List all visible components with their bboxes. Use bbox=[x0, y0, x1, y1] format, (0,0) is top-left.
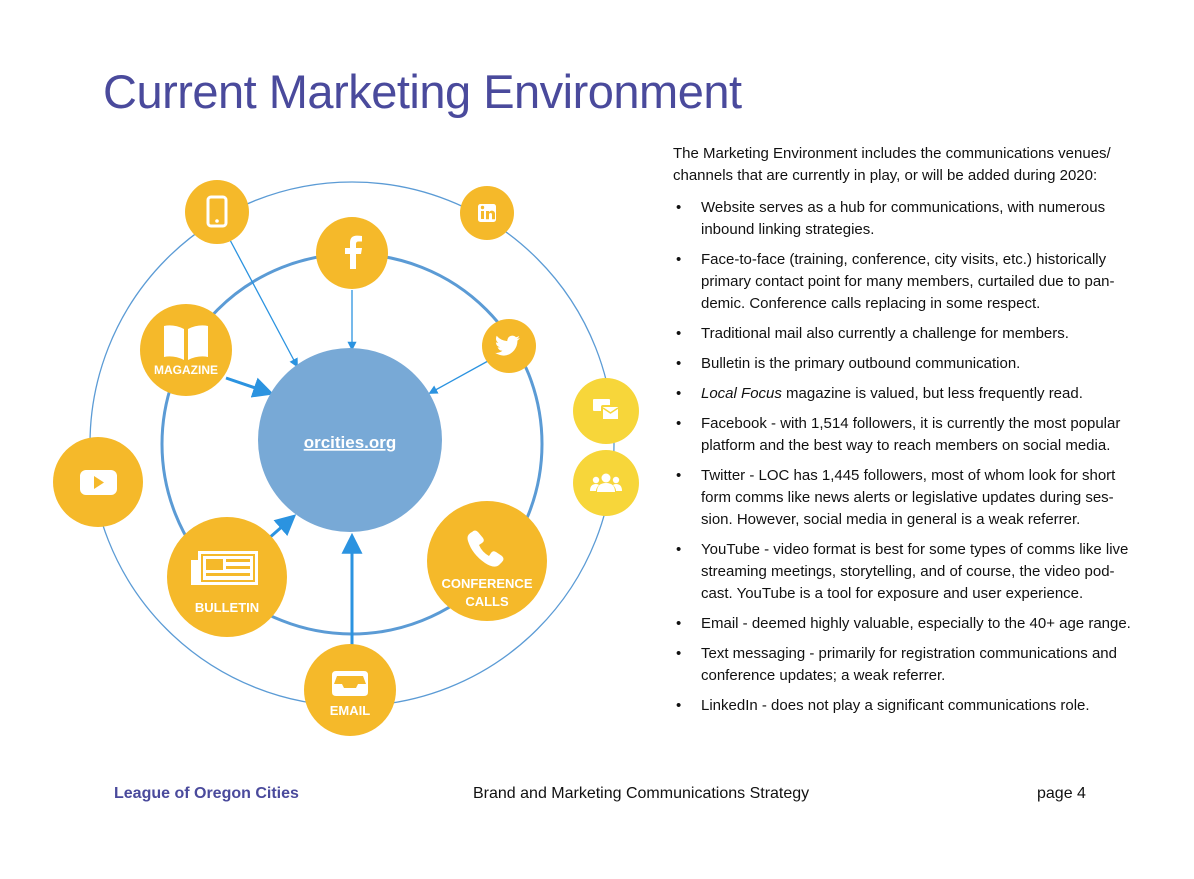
linkedin-icon bbox=[478, 204, 496, 222]
conference-label-line2: CALLS bbox=[465, 594, 509, 609]
bullet-item: YouTube - video format is best for some … bbox=[673, 539, 1143, 605]
intro-paragraph: The Marketing Environment includes the c… bbox=[673, 145, 1111, 184]
hub-label[interactable]: orcities.org bbox=[304, 433, 397, 452]
bullet-item: Text messaging - primarily for registrat… bbox=[673, 643, 1143, 687]
mail-icon bbox=[593, 399, 620, 421]
node-mobile bbox=[185, 180, 249, 244]
bulletin-label: BULLETIN bbox=[195, 600, 259, 615]
magazine-label: MAGAZINE bbox=[154, 363, 218, 377]
node-facebook bbox=[316, 217, 388, 289]
marketing-diagram: orcities.org bbox=[0, 150, 660, 770]
arrow-mobile bbox=[229, 239, 298, 368]
magazine-title: Local Focus bbox=[701, 385, 782, 402]
hub-node: orcities.org bbox=[258, 348, 442, 532]
phone-icon bbox=[467, 530, 504, 567]
footer-doc-title: Brand and Marketing Communications Strat… bbox=[473, 785, 810, 802]
footer-org: League of Oregon Cities bbox=[114, 785, 299, 802]
node-magazine: MAGAZINE bbox=[140, 304, 232, 396]
node-mail bbox=[573, 378, 639, 444]
bullet-item: Local Focus magazine is valued, but less… bbox=[673, 383, 1143, 405]
footer-page-number: page 4 bbox=[1037, 785, 1086, 802]
node-youtube bbox=[53, 437, 143, 527]
node-conference-calls: CONFERENCE CALLS bbox=[427, 501, 547, 621]
content-panel: The Marketing Environment includes the c… bbox=[673, 143, 1143, 725]
arrow-bulletin bbox=[267, 514, 297, 541]
bullet-item: Email - deemed highly valuable, especial… bbox=[673, 613, 1143, 635]
group-icon bbox=[590, 473, 622, 492]
inbox-icon bbox=[332, 671, 368, 696]
node-twitter bbox=[482, 319, 536, 373]
bullet-item: LinkedIn - does not play a significant c… bbox=[673, 695, 1143, 717]
open-book-icon bbox=[164, 325, 208, 360]
arrow-magazine bbox=[225, 376, 274, 398]
node-bulletin: BULLETIN bbox=[167, 517, 287, 637]
mobile-phone-icon bbox=[206, 195, 228, 228]
bullet-item: Face-to-face (training, conference, city… bbox=[673, 249, 1143, 315]
node-linkedin bbox=[460, 186, 514, 240]
youtube-icon bbox=[80, 470, 117, 495]
email-label: EMAIL bbox=[330, 703, 371, 718]
page-title: Current Marketing Environment bbox=[103, 65, 742, 118]
conference-label-line1: CONFERENCE bbox=[441, 576, 532, 591]
bullet-list: Website serves as a hub for communicatio… bbox=[673, 197, 1143, 717]
node-group bbox=[573, 450, 639, 516]
facebook-icon bbox=[345, 235, 362, 269]
arrow-twitter bbox=[428, 360, 489, 394]
bullet-item: Traditional mail also currently a challe… bbox=[673, 323, 1143, 345]
newspaper-icon bbox=[191, 551, 258, 585]
bullet-item: Twitter - LOC has 1,445 followers, most … bbox=[673, 465, 1143, 531]
twitter-icon bbox=[495, 335, 520, 356]
bullet-item: Website serves as a hub for communicatio… bbox=[673, 197, 1143, 241]
bullet-item: Facebook - with 1,514 followers, it is c… bbox=[673, 413, 1143, 457]
bullet-item: Bulletin is the primary outbound communi… bbox=[673, 353, 1143, 375]
node-email: EMAIL bbox=[304, 644, 396, 736]
